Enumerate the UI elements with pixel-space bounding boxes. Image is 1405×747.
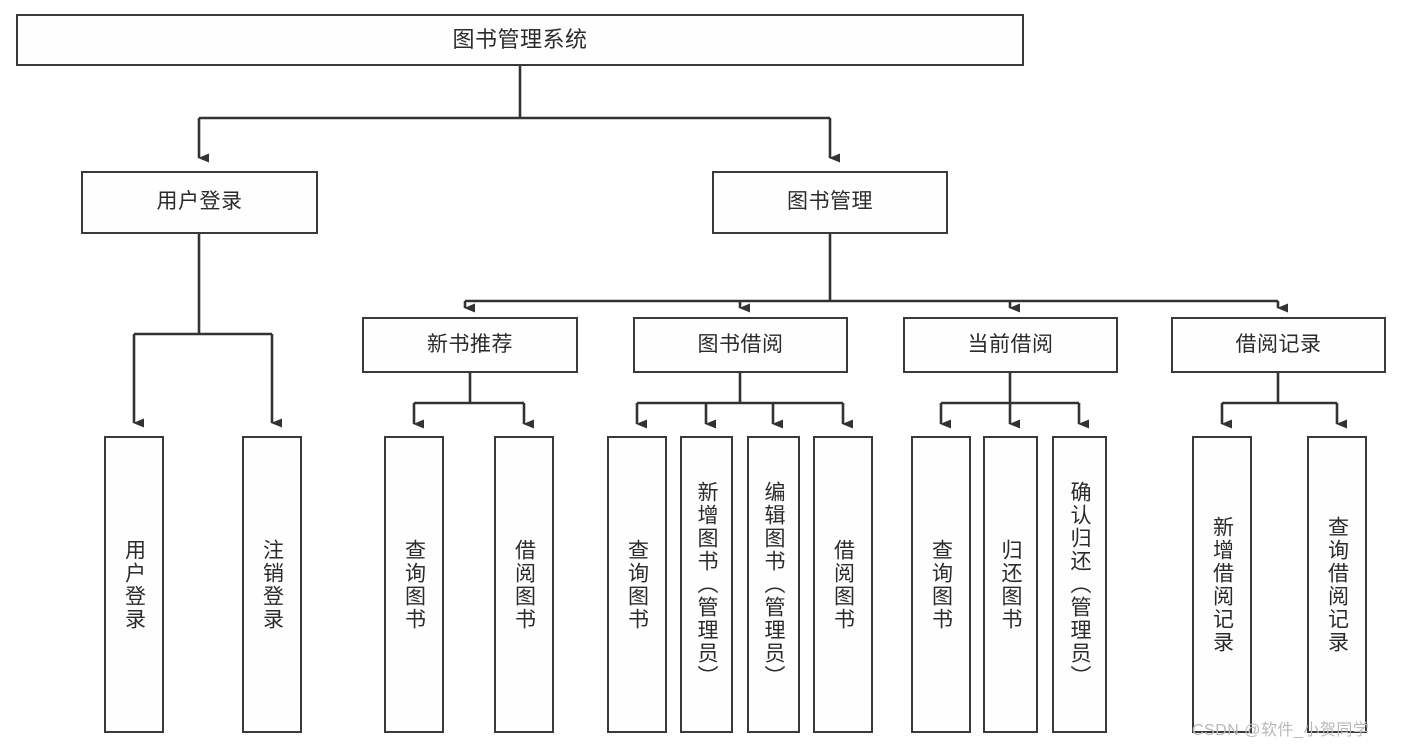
node-label: 借阅图书	[831, 538, 855, 631]
node-leaf-query-book-current[interactable]: 查询图书	[911, 436, 971, 733]
node-label: 确认归还（管理员）	[1068, 481, 1091, 688]
node-leaf-user-login[interactable]: 用户登录	[104, 436, 164, 733]
node-label: 借阅图书	[512, 538, 536, 631]
node-leaf-edit-book[interactable]: 编辑图书（管理员）	[747, 436, 800, 733]
node-leaf-add-book[interactable]: 新增图书（管理员）	[680, 436, 733, 733]
node-leaf-borrow-book-borrowing[interactable]: 借阅图书	[813, 436, 873, 733]
node-label: 用户登录	[122, 538, 146, 631]
node-label: 用户登录	[156, 190, 243, 214]
node-book-management[interactable]: 图书管理	[712, 171, 948, 234]
node-label: 当前借阅	[967, 332, 1054, 356]
node-leaf-confirm-return[interactable]: 确认归还（管理员）	[1052, 436, 1107, 733]
watermark-csdn: CSDN @软件_小贺同学	[1192, 722, 1370, 739]
node-borrowing-record[interactable]: 借阅记录	[1171, 317, 1386, 373]
node-label: 注销登录	[260, 538, 284, 631]
node-label: 查询图书	[929, 538, 953, 631]
node-label: 图书借阅	[697, 332, 784, 356]
node-label: 查询图书	[625, 538, 649, 631]
node-leaf-query-book-borrowing[interactable]: 查询图书	[607, 436, 667, 733]
node-label: 查询借阅记录	[1325, 515, 1349, 654]
node-label: 图书管理系统	[452, 27, 588, 53]
node-root-book-management-system[interactable]: 图书管理系统	[16, 14, 1024, 66]
node-user-login[interactable]: 用户登录	[81, 171, 318, 234]
node-book-borrowing[interactable]: 图书借阅	[633, 317, 848, 373]
node-leaf-add-borrow-record[interactable]: 新增借阅记录	[1192, 436, 1252, 733]
node-label: 查询图书	[402, 538, 426, 631]
node-leaf-borrow-book-recommendation[interactable]: 借阅图书	[494, 436, 554, 733]
node-label: 图书管理	[787, 190, 873, 214]
node-current-borrowing[interactable]: 当前借阅	[903, 317, 1118, 373]
node-label: 新增图书（管理员）	[695, 481, 718, 688]
node-leaf-logout[interactable]: 注销登录	[242, 436, 302, 733]
node-new-book-recommendation[interactable]: 新书推荐	[362, 317, 578, 373]
node-leaf-return-book[interactable]: 归还图书	[983, 436, 1038, 733]
node-label: 归还图书	[999, 538, 1022, 631]
node-label: 借阅记录	[1235, 332, 1322, 356]
node-label: 编辑图书（管理员）	[762, 481, 785, 688]
node-label: 新书推荐	[427, 332, 513, 356]
node-label: 新增借阅记录	[1210, 515, 1234, 654]
node-leaf-query-borrow-record[interactable]: 查询借阅记录	[1307, 436, 1367, 733]
node-leaf-query-book-recommendation[interactable]: 查询图书	[384, 436, 444, 733]
